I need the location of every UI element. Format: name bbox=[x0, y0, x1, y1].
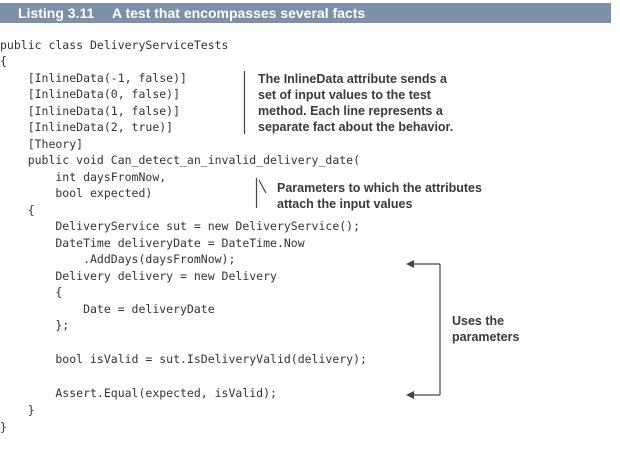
listing-number: Listing 3.11 bbox=[18, 5, 95, 21]
listing-title: A test that encompasses several facts bbox=[112, 5, 366, 21]
code-line: public void Can_detect_an_invalid_delive… bbox=[0, 153, 361, 167]
code-line: bool isValid = sut.IsDeliveryValid(deliv… bbox=[0, 352, 367, 366]
annotation-line: Uses the bbox=[452, 314, 505, 328]
code-line: [Theory] bbox=[0, 137, 84, 151]
code-line: public class DeliveryServiceTests bbox=[0, 38, 229, 52]
parameters-pointer-line bbox=[258, 179, 267, 194]
code-line: int daysFromNow, bbox=[0, 170, 167, 184]
code-line: } bbox=[0, 420, 7, 434]
code-line: Delivery delivery = new Delivery bbox=[0, 269, 277, 283]
code-line: { bbox=[0, 203, 35, 217]
listing-header: Listing 3.11 A test that encompasses sev… bbox=[0, 3, 611, 23]
annotation-uses-parameters: Uses the parameters bbox=[452, 313, 519, 345]
code-line: Assert.Equal(expected, isValid); bbox=[0, 386, 277, 400]
uses-arrowhead-bottom bbox=[406, 391, 414, 399]
code-line: } bbox=[0, 403, 35, 417]
annotation-line: attach the input values bbox=[277, 197, 413, 211]
code-line: DeliveryService sut = new DeliveryServic… bbox=[0, 219, 361, 233]
code-line: [InlineData(-1, false)] bbox=[0, 71, 187, 85]
code-line: Date = deliveryDate bbox=[0, 302, 215, 316]
code-line: .AddDays(daysFromNow); bbox=[0, 252, 236, 266]
code-line: [InlineData(1, false)] bbox=[0, 104, 181, 118]
annotation-inline-data: The InlineData attribute sends a set of … bbox=[258, 71, 453, 135]
code-line: DateTime deliveryDate = DateTime.Now bbox=[0, 236, 305, 250]
code-line: [InlineData(2, true)] bbox=[0, 120, 174, 134]
annotation-line: parameters bbox=[452, 330, 520, 344]
code-line: bool expected) bbox=[0, 186, 153, 200]
annotation-line: method. Each line represents a bbox=[258, 104, 443, 118]
annotation-line: separate fact about the behavior. bbox=[258, 120, 454, 134]
code-line: { bbox=[0, 285, 63, 299]
annotation-line: The InlineData attribute sends a bbox=[258, 72, 447, 86]
code-line: { bbox=[0, 54, 7, 68]
annotation-line: Parameters to which the attributes bbox=[277, 181, 482, 195]
uses-arrowhead-top bbox=[406, 260, 414, 268]
annotation-line: set of input values to the test bbox=[258, 88, 431, 102]
code-line: }; bbox=[0, 318, 70, 332]
annotation-parameters: Parameters to which the attributes attac… bbox=[277, 180, 482, 212]
code-line: [InlineData(0, false)] bbox=[0, 87, 181, 101]
